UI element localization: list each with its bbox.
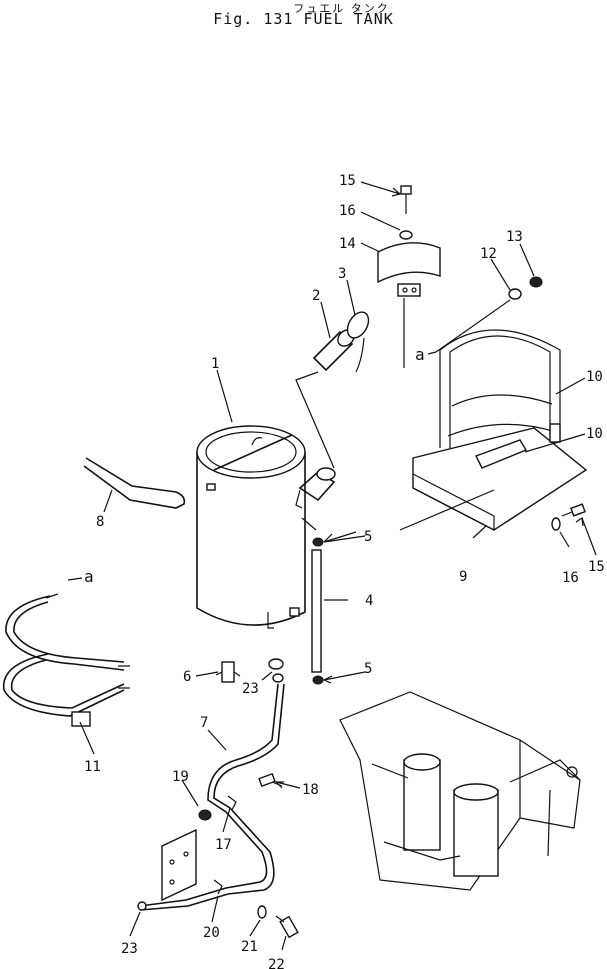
fuel-hose bbox=[139, 683, 285, 911]
callout-5-lower: 5 bbox=[364, 661, 372, 677]
callout-23-top: 23 bbox=[242, 681, 259, 697]
callout-12: 12 bbox=[480, 246, 497, 262]
fuel-tank-body bbox=[196, 425, 306, 629]
reference-a-lower: a bbox=[84, 567, 94, 586]
tank-cradle bbox=[412, 329, 588, 531]
callout-23-bottom: 23 bbox=[121, 941, 138, 957]
cradle-leader-line bbox=[399, 489, 495, 531]
callout-3: 3 bbox=[338, 266, 346, 282]
callout-13: 13 bbox=[506, 229, 523, 245]
callout-7: 7 bbox=[200, 715, 208, 731]
callout-18: 18 bbox=[302, 782, 319, 798]
callout-10-upper: 10 bbox=[586, 369, 603, 385]
washer-12 bbox=[508, 288, 522, 300]
cover-plate bbox=[377, 242, 441, 297]
bolts-and-nuts bbox=[137, 772, 299, 939]
ref-a-leader bbox=[435, 299, 511, 353]
feed-pipe bbox=[311, 537, 324, 685]
callout-16-upper: 16 bbox=[339, 203, 356, 219]
machine-frame-inset bbox=[339, 691, 581, 891]
callout-19: 19 bbox=[172, 769, 189, 785]
callout-6: 6 bbox=[183, 669, 191, 685]
cover-bolt bbox=[399, 185, 413, 240]
cap-leader-line bbox=[295, 371, 335, 469]
callout-15-upper: 15 bbox=[339, 173, 356, 189]
callout-5-upper: 5 bbox=[364, 529, 372, 545]
hose-clamps bbox=[213, 795, 237, 895]
callout-21: 21 bbox=[241, 939, 258, 955]
nut-13 bbox=[529, 276, 543, 288]
cradle-bolt bbox=[551, 503, 586, 531]
callout-8: 8 bbox=[96, 514, 104, 530]
reference-a-upper: a bbox=[415, 345, 425, 364]
callout-20: 20 bbox=[203, 925, 220, 941]
callout-9: 9 bbox=[459, 569, 467, 585]
drain-valve bbox=[215, 661, 241, 683]
callout-16-lower: 16 bbox=[562, 570, 579, 586]
callout-2: 2 bbox=[312, 288, 320, 304]
callout-22: 22 bbox=[268, 957, 285, 969]
strainer-ring bbox=[346, 311, 370, 373]
arrowheads bbox=[67, 187, 584, 789]
callout-1: 1 bbox=[211, 356, 219, 372]
callout-4: 4 bbox=[365, 593, 373, 609]
callout-10-lower: 10 bbox=[586, 426, 603, 442]
callout-14: 14 bbox=[339, 236, 356, 252]
leader-lines bbox=[79, 181, 597, 951]
callout-17: 17 bbox=[215, 837, 232, 853]
mount-bracket bbox=[161, 828, 197, 902]
callout-labels: 1 2 3 4 5 5 6 7 8 9 10 10 11 12 13 14 15… bbox=[84, 173, 605, 969]
callout-15-lower: 15 bbox=[588, 559, 605, 575]
tank-straps bbox=[2, 593, 130, 727]
breather-pipe bbox=[83, 457, 186, 509]
japanese-title: フュエル タンク bbox=[293, 2, 390, 15]
figure-title: Fig. 131 FUEL TANK bbox=[213, 10, 394, 28]
callout-11: 11 bbox=[84, 759, 101, 775]
filler-neck bbox=[295, 467, 336, 531]
elbow-fitting-top bbox=[268, 658, 284, 683]
